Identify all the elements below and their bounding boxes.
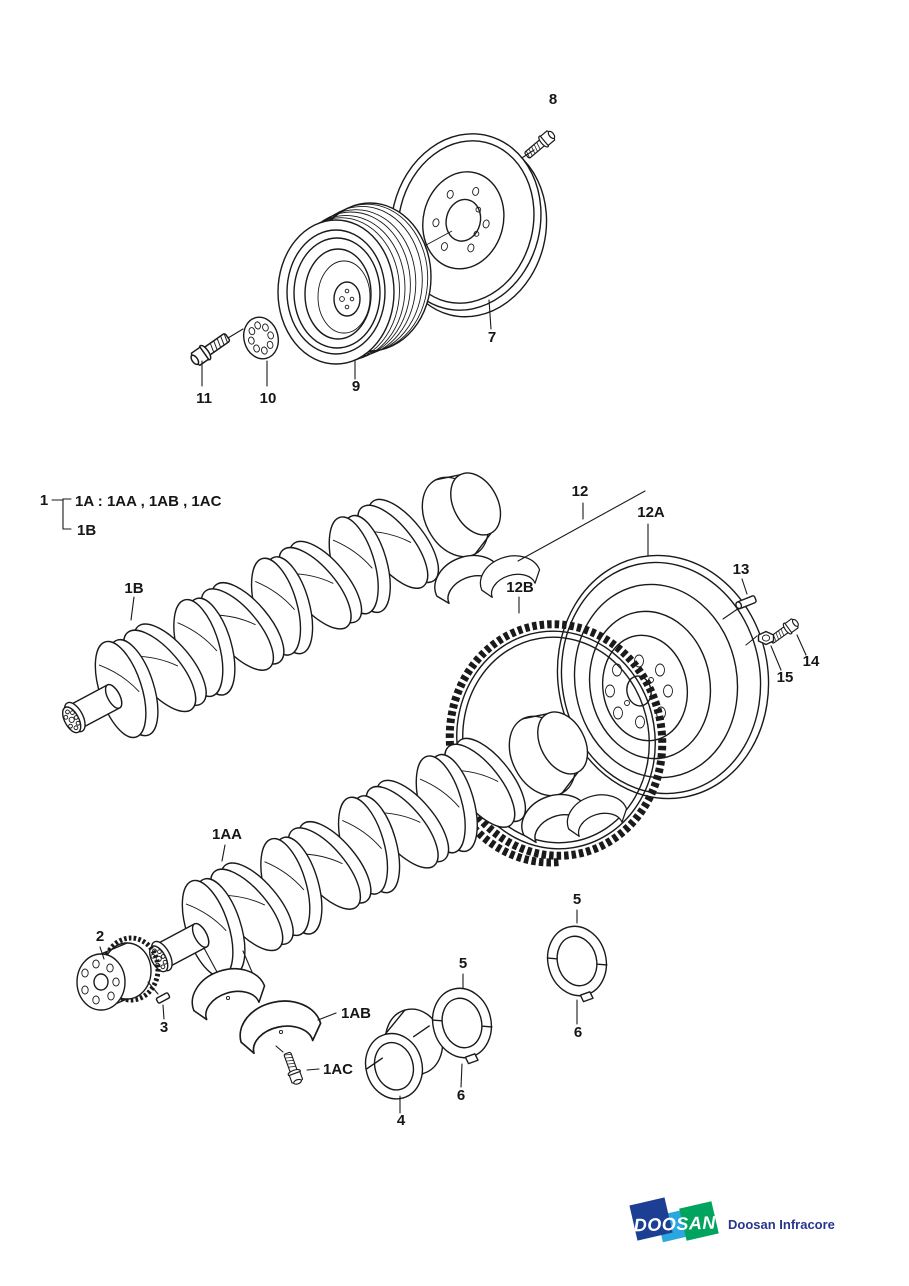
leader-2 (99, 946, 105, 960)
damper-9-drawing (277, 202, 432, 365)
callout-1ac: 1AC (323, 1061, 353, 1078)
thrust-ring-5-6-right-drawing (539, 919, 616, 1009)
washer-15-drawing (757, 630, 775, 646)
logo-square-navy (629, 1197, 673, 1241)
legend: 1 1A : 1AA , 1AB , 1AC 1B (40, 492, 222, 539)
bolt-8-drawing (521, 127, 559, 162)
logo-square-green (679, 1201, 719, 1241)
bolt-1ac-drawing (275, 1045, 305, 1087)
logo-brand-text: DOOSAN (633, 1213, 716, 1236)
callout-1ab: 1AB (341, 1005, 371, 1022)
leader-14 (796, 634, 807, 656)
callout-5-left: 5 (459, 955, 467, 972)
pin-13-drawing (735, 595, 757, 610)
callout-2: 2 (96, 928, 104, 945)
callout-12: 12 (572, 483, 589, 500)
callout-8: 8 (549, 91, 557, 108)
key-3-drawing (155, 992, 171, 1004)
leader-1ab (317, 1012, 337, 1021)
leader-pulley7 (488, 299, 492, 330)
leader-1ac (306, 1068, 320, 1071)
callout-13: 13 (733, 561, 750, 578)
leader-3 (162, 1004, 165, 1020)
legend-group-a: 1A : 1AA , 1AB , 1AC (75, 493, 222, 510)
callout-14: 14 (803, 653, 820, 670)
leader-1b (130, 596, 135, 621)
callout-6-right: 6 (574, 1024, 582, 1041)
bearing-cap-1ab-drawing (184, 947, 325, 1057)
leader-12-bracket (517, 490, 646, 562)
leader-6-left (460, 1063, 463, 1088)
callout-10: 10 (260, 390, 277, 407)
callout-1aa: 1AA (212, 826, 242, 843)
gear-2-drawing (76, 935, 161, 1011)
callout-7: 7 (488, 329, 496, 346)
callout-12b: 12B (506, 579, 534, 596)
callout-11: 11 (196, 390, 212, 407)
leader-key3 (147, 981, 159, 995)
callout-5-right: 5 (573, 891, 581, 908)
leader-15 (770, 645, 782, 671)
leader-bolt11-plate (227, 328, 244, 339)
legend-group-b: 1B (77, 522, 96, 539)
callout-4: 4 (397, 1112, 406, 1129)
callout-15: 15 (777, 669, 794, 686)
leader-13 (741, 578, 748, 595)
bolt-11-drawing (187, 329, 234, 370)
leader-13-flywheel (722, 607, 740, 620)
flywheel-drawing (556, 554, 770, 800)
leader-1aa (221, 844, 226, 862)
bearing-4-drawing (364, 1008, 444, 1100)
legend-root: 1 (40, 492, 48, 509)
callout-1b: 1B (124, 580, 143, 597)
callout-9: 9 (352, 378, 360, 395)
doosan-logo: DOOSAN Doosan Infracore (629, 1197, 835, 1243)
leader-15-flywheel (745, 635, 758, 646)
callout-6-left: 6 (457, 1087, 465, 1104)
callout-3: 3 (160, 1019, 168, 1036)
logo-company-text: Doosan Infracore (728, 1217, 835, 1232)
callout-12a: 12A (637, 504, 665, 521)
plate-10-drawing (243, 316, 279, 360)
